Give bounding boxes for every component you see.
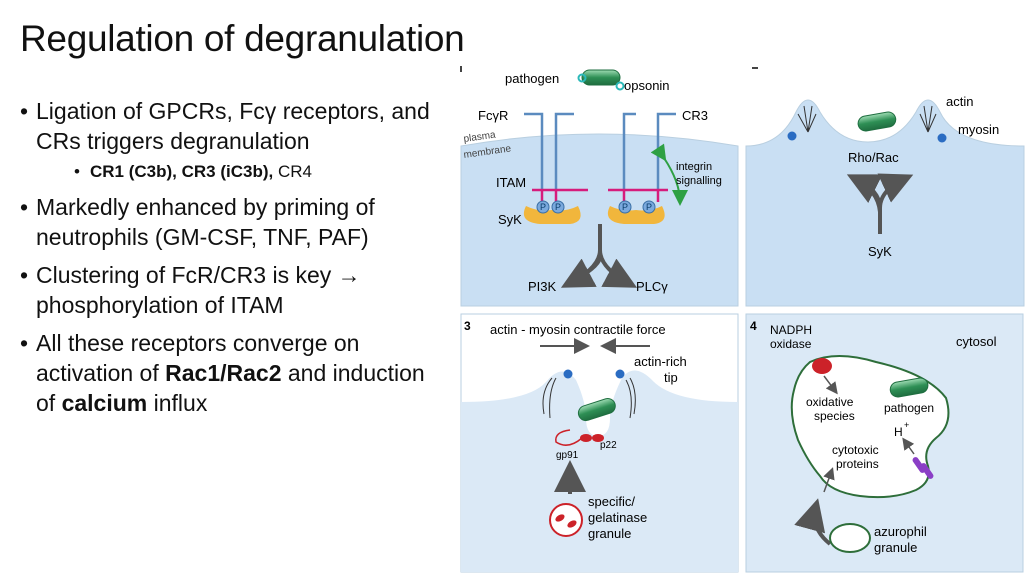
gp91-icon xyxy=(580,434,592,442)
cytosol-label: cytosol xyxy=(956,334,997,349)
converge-text: All these receptors converge on activati… xyxy=(36,330,360,386)
azurophil-label: azurophil xyxy=(874,524,927,539)
gp91-label: gp91 xyxy=(556,450,579,461)
granule-label-3: granule xyxy=(588,526,631,541)
influx-text: influx xyxy=(147,390,208,416)
cr3-label: CR3 xyxy=(682,108,708,123)
opsonin-label: opsonin xyxy=(624,78,670,93)
azurophil-granule-icon xyxy=(829,523,871,553)
myosin-dot-icon xyxy=(563,369,573,379)
bullet-priming: Markedly enhanced by priming of neutroph… xyxy=(20,192,440,252)
actin-rich-label: actin-rich xyxy=(634,354,687,369)
calcium-text: calcium xyxy=(61,390,148,416)
pi3k-label: PI3K xyxy=(528,279,557,294)
myosin-dot-icon xyxy=(787,131,797,141)
proteins-label: proteins xyxy=(836,457,879,471)
panel-receptor-signalling: pathogen opsonin FcγR CR3 plasma membran… xyxy=(460,66,739,306)
species-label: species xyxy=(814,409,855,423)
sub-bullet-crs: CR1 (C3b), CR3 (iC3b), CR4 xyxy=(74,160,440,184)
signalling-label: signalling xyxy=(676,175,722,187)
pathogen-label: pathogen xyxy=(884,401,934,415)
pathogen-icon xyxy=(889,377,929,398)
bullet-clustering: Clustering of FcR/CR3 is key → phosphory… xyxy=(20,260,440,320)
nadph-oxidase-icon xyxy=(812,358,832,374)
syk-label: SyK xyxy=(868,244,892,259)
fcgr-receptor-icon xyxy=(524,112,574,190)
itam-label: ITAM xyxy=(496,175,526,190)
p22-label: p22 xyxy=(600,440,617,451)
p22-icon xyxy=(592,434,604,442)
induction-text: and induction of xyxy=(36,360,425,416)
integrin-arrow-icon xyxy=(650,143,688,206)
pathogen-label: pathogen xyxy=(505,71,559,86)
integrin-label: integrin xyxy=(676,161,712,173)
cr4-text: CR4 xyxy=(273,162,312,181)
cytotoxic-label: cytotoxic xyxy=(832,443,879,457)
actin-filament-icon xyxy=(797,105,937,133)
proton-plus-label: + xyxy=(904,420,909,430)
granule-label-1: specific/ xyxy=(588,494,635,509)
degranulation-figure: pathogen opsonin FcγR CR3 plasma membran… xyxy=(458,62,1026,576)
fcgr-label: FcγR xyxy=(478,108,508,123)
syk-label: SyK xyxy=(498,212,522,227)
itam-text: phosphorylation of ITAM xyxy=(36,292,284,318)
bullet-list: Ligation of GPCRs, Fcγ receptors, and CR… xyxy=(20,96,440,426)
tip-label: tip xyxy=(664,370,678,385)
myosin-label: myosin xyxy=(958,122,999,137)
actin-label: actin xyxy=(946,94,973,109)
bullet-ligation: Ligation of GPCRs, Fcγ receptors, and CR… xyxy=(20,96,440,156)
panel-specific-granule: 3 actin - myosin contractile force actin… xyxy=(460,313,739,573)
panel3-cell xyxy=(461,370,738,572)
phospho-label: P xyxy=(540,202,546,212)
panel4-number: 4 xyxy=(750,319,757,333)
oxidative-label: oxidative xyxy=(806,395,854,409)
proton-pump-icon xyxy=(912,457,934,479)
myosin-dot-icon xyxy=(615,369,625,379)
oxidase-label: oxidase xyxy=(770,337,812,351)
pathogen-icon xyxy=(857,111,897,132)
granule-label: granule xyxy=(874,540,917,555)
right-arrow-icon: → xyxy=(337,262,361,288)
slide-title: Regulation of degranulation xyxy=(20,18,465,59)
panel3-number: 3 xyxy=(464,319,471,333)
plasma-label: plasma xyxy=(463,130,497,145)
force-label: actin - myosin contractile force xyxy=(490,322,666,337)
phospho-label: P xyxy=(555,202,561,212)
rho-rac-label: Rho/Rac xyxy=(848,150,899,165)
pathogen-icon xyxy=(577,69,625,91)
panel-azurophil-granule: 4 NADPH oxidase cytosol oxidative specie… xyxy=(745,313,1024,573)
panel-cytoskeleton: actin myosin Rho/Rac SyK xyxy=(745,64,1025,307)
myosin-dot-icon xyxy=(937,133,947,143)
proton-label: H xyxy=(894,425,903,439)
pathogen-icon xyxy=(577,397,616,422)
phospho-label: P xyxy=(646,202,652,212)
specific-granule-icon xyxy=(549,503,583,537)
nadph-label: NADPH xyxy=(770,323,812,337)
bullet-converge: All these receptors converge on activati… xyxy=(20,328,440,418)
plcg-label: PLCγ xyxy=(636,279,668,294)
granule-label-2: gelatinase xyxy=(588,510,647,525)
curved-arrow-icon xyxy=(794,498,832,546)
phospho-label: P xyxy=(622,202,628,212)
cr-bold-text: CR1 (C3b), CR3 (iC3b), xyxy=(90,162,274,181)
clustering-text: Clustering of FcR/CR3 is key xyxy=(36,262,338,288)
rac-text: Rac1/Rac2 xyxy=(165,360,282,386)
